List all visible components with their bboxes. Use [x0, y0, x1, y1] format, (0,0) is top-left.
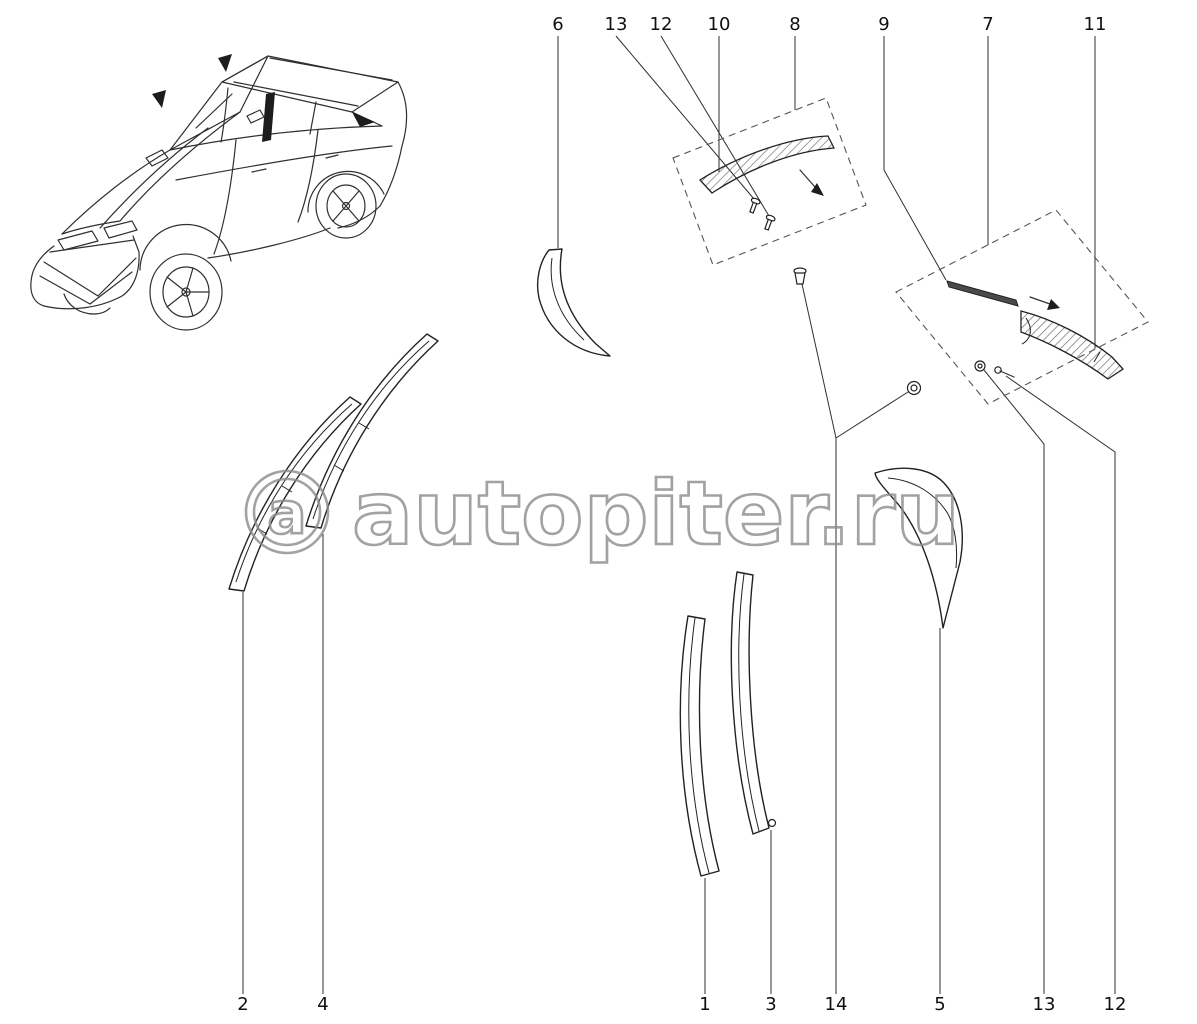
leader-12-top: [660, 35, 770, 217]
car-front-spokes: [166, 267, 210, 317]
car-hood-crease: [99, 127, 209, 229]
dashed-box-right: [895, 209, 1149, 405]
watermark-text: autopiter.ru: [352, 462, 960, 565]
callout-13-top[interactable]: 13: [605, 14, 628, 35]
car-beltline: [169, 125, 383, 151]
fastener-grommet[interactable]: [906, 380, 922, 396]
callout-2[interactable]: 2: [237, 994, 248, 1015]
watermark-circle-inner: [252, 477, 322, 547]
fastener-screw[interactable]: [994, 366, 1015, 378]
callout-12-top[interactable]: 12: [650, 14, 673, 35]
leader-lines: [242, 35, 1116, 994]
car-rear-wheel: [315, 173, 377, 239]
car-mirror-left: [145, 149, 169, 167]
car-front-arch: [139, 223, 232, 271]
location-arrow-icon: [152, 90, 166, 108]
callout-3[interactable]: 3: [765, 994, 776, 1015]
car-grille-line: [49, 239, 135, 253]
car-rear-arch: [307, 170, 385, 213]
car-side-crease: [175, 145, 393, 181]
car-bumper: [30, 235, 140, 310]
car-hood-edge-left: [61, 149, 171, 235]
car-rear-spokes: [332, 190, 360, 222]
car-rocker: [207, 227, 331, 259]
watermark: a autopiter.ru: [244, 461, 961, 566]
fastener-rivet-a[interactable]: [747, 197, 761, 214]
watermark-symbol: a: [267, 479, 306, 547]
car-cpillar-trim: [352, 112, 375, 127]
part-11[interactable]: [1020, 310, 1124, 380]
install-arrow-upper: [799, 169, 824, 196]
car-hood-edge-right: [119, 111, 241, 222]
car-roof-rail-left: [233, 81, 359, 107]
callout-numbers-top: 6 13 12 10 8 9 7 11: [552, 14, 1106, 35]
part-10[interactable]: [698, 135, 836, 194]
car-hood-front: [61, 220, 121, 235]
fastener-push-pin[interactable]: [793, 267, 807, 285]
part-9-strip[interactable]: [946, 280, 1019, 307]
install-arrow-right: [1029, 296, 1060, 310]
part-6[interactable]: [536, 248, 611, 357]
car-farside-wheel: [63, 293, 111, 315]
callout-7[interactable]: 7: [982, 14, 993, 35]
car-windshield: [169, 55, 269, 151]
car-grille-line: [39, 275, 91, 305]
car-front-window-divider: [220, 87, 229, 143]
car-front-door-edge: [213, 139, 237, 255]
car-grille-line: [89, 271, 133, 305]
car-rear-hub: [341, 201, 351, 211]
car-bpillar-trim: [262, 92, 275, 142]
car-rear-window-divider: [309, 101, 317, 135]
leader-9: [883, 36, 947, 281]
car-illustration: [30, 54, 408, 331]
callout-4[interactable]: 4: [317, 994, 328, 1015]
callout-9[interactable]: 9: [878, 14, 889, 35]
car-mirror-right: [246, 109, 265, 124]
fastener-rivet-b[interactable]: [762, 214, 776, 231]
car-door-handle: [251, 168, 267, 173]
car-grille-line: [97, 257, 137, 297]
callout-8[interactable]: 8: [789, 14, 800, 35]
car-grille-line: [43, 261, 99, 297]
car-roof: [221, 55, 399, 113]
callout-14[interactable]: 14: [825, 994, 848, 1015]
part-3[interactable]: [730, 571, 777, 835]
callout-13-bottom[interactable]: 13: [1033, 994, 1056, 1015]
car-rear-rim: [326, 184, 366, 228]
leader-13-bottom: [983, 369, 1045, 994]
callout-10[interactable]: 10: [708, 14, 731, 35]
car-roof-rail-right: [269, 57, 393, 81]
location-arrow-icon: [218, 54, 232, 72]
callout-5[interactable]: 5: [934, 994, 945, 1015]
car-headlight-right: [103, 220, 138, 239]
dashed-box-upper: [672, 97, 867, 266]
leader-14: [801, 283, 909, 994]
part-2[interactable]: [228, 396, 362, 592]
callout-11[interactable]: 11: [1084, 14, 1107, 35]
car-rear-edge: [379, 81, 408, 207]
callout-12-bottom[interactable]: 12: [1104, 994, 1127, 1015]
callout-numbers-bottom: 2 4 1 3 14 5 13 12: [237, 994, 1126, 1015]
callout-1[interactable]: 1: [699, 994, 710, 1015]
car-front-wheel: [149, 253, 223, 331]
callout-6[interactable]: 6: [552, 14, 563, 35]
car-door-handle: [325, 154, 339, 159]
leader-12-bottom: [1005, 375, 1116, 994]
part-1[interactable]: [679, 615, 720, 877]
car-headlight-left: [57, 230, 99, 251]
part-5[interactable]: [874, 467, 963, 629]
fastener-washer[interactable]: [974, 360, 986, 372]
car-rear-door-edge: [297, 129, 319, 223]
car-windshield-line: [195, 93, 233, 129]
watermark-circle: [244, 469, 330, 555]
